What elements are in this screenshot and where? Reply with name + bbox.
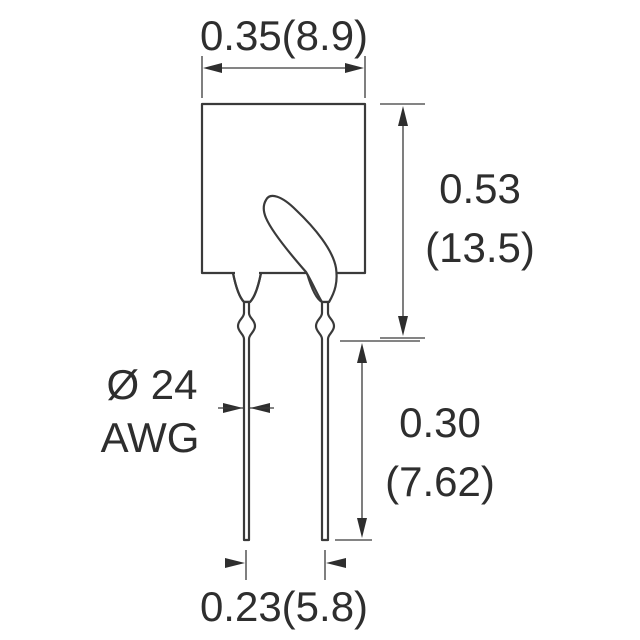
body-height-dimension: 0.53 (13.5) bbox=[380, 103, 535, 339]
body-width-dimension: 0.35(8.9) bbox=[200, 12, 368, 98]
body-outline bbox=[200, 102, 367, 275]
arrow-left-icon bbox=[203, 63, 222, 73]
lead-length-dimension: 0.30 (7.62) bbox=[335, 340, 495, 541]
lead-spacing-label: 0.23(5.8) bbox=[200, 583, 368, 630]
right-lead bbox=[314, 300, 336, 542]
arrow-right-icon bbox=[225, 558, 245, 568]
arrow-down-icon bbox=[357, 518, 367, 538]
lead-spacing-dimension: 0.23(5.8) bbox=[200, 550, 368, 630]
arrow-down-icon bbox=[398, 316, 408, 336]
body-height-inch-label: 0.53 bbox=[439, 165, 521, 212]
left-lead bbox=[236, 300, 257, 542]
body-width-label: 0.35(8.9) bbox=[200, 12, 368, 59]
gauge-line2-label: AWG bbox=[101, 414, 200, 461]
arrow-up-icon bbox=[357, 343, 367, 363]
arrow-up-icon bbox=[398, 106, 408, 126]
lead-length-mm-label: (7.62) bbox=[385, 458, 495, 505]
component-body bbox=[200, 102, 367, 304]
arrow-left-icon bbox=[326, 558, 346, 568]
body-height-mm-label: (13.5) bbox=[425, 224, 535, 271]
gauge-line1-label: Ø 24 bbox=[106, 361, 197, 408]
lead-length-inch-label: 0.30 bbox=[399, 399, 481, 446]
lead-gauge-callout: Ø 24 AWG bbox=[101, 361, 274, 461]
arrow-right-icon bbox=[345, 63, 364, 73]
